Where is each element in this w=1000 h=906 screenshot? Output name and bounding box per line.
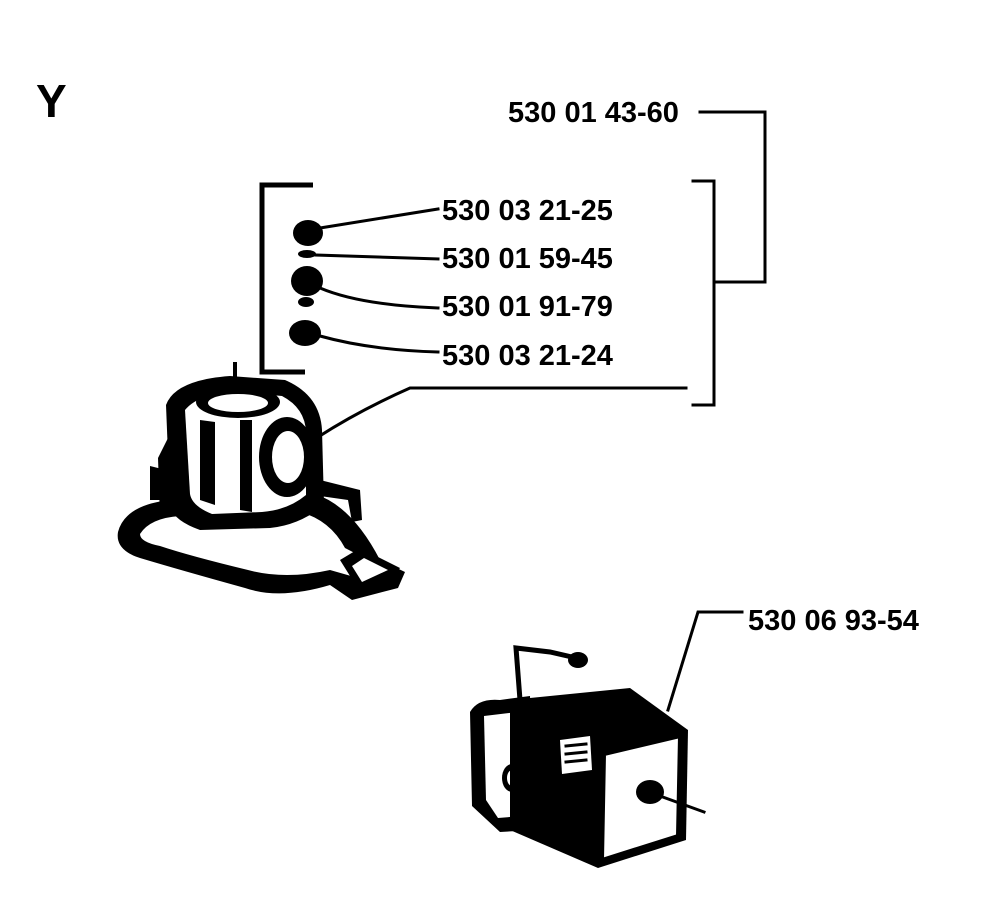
- part-label-kit: 530 01 43-60: [508, 97, 679, 129]
- bearing-part: [291, 266, 323, 296]
- spacer-part: [298, 250, 316, 258]
- part-label-seal-bottom: 530 03 21-24: [442, 340, 613, 372]
- small-parts-bracket: [259, 182, 313, 375]
- part-label-bearing: 530 01 91-79: [442, 291, 613, 323]
- part-label-seal-top: 530 03 21-25: [442, 195, 613, 227]
- part-label-ignition-module: 530 06 93-54: [748, 605, 919, 637]
- crankcase-housing-illustration: [117, 362, 405, 600]
- seal-bottom-part: [289, 320, 321, 346]
- part-label-spacer: 530 01 59-45: [442, 243, 613, 275]
- section-letter: Y: [36, 75, 67, 127]
- kit-bracket: [691, 110, 767, 407]
- seal-top-part: [293, 220, 323, 246]
- ignition-module-illustration: [470, 645, 706, 868]
- leader-lines: [314, 207, 744, 712]
- small-parts-stack: [289, 220, 323, 346]
